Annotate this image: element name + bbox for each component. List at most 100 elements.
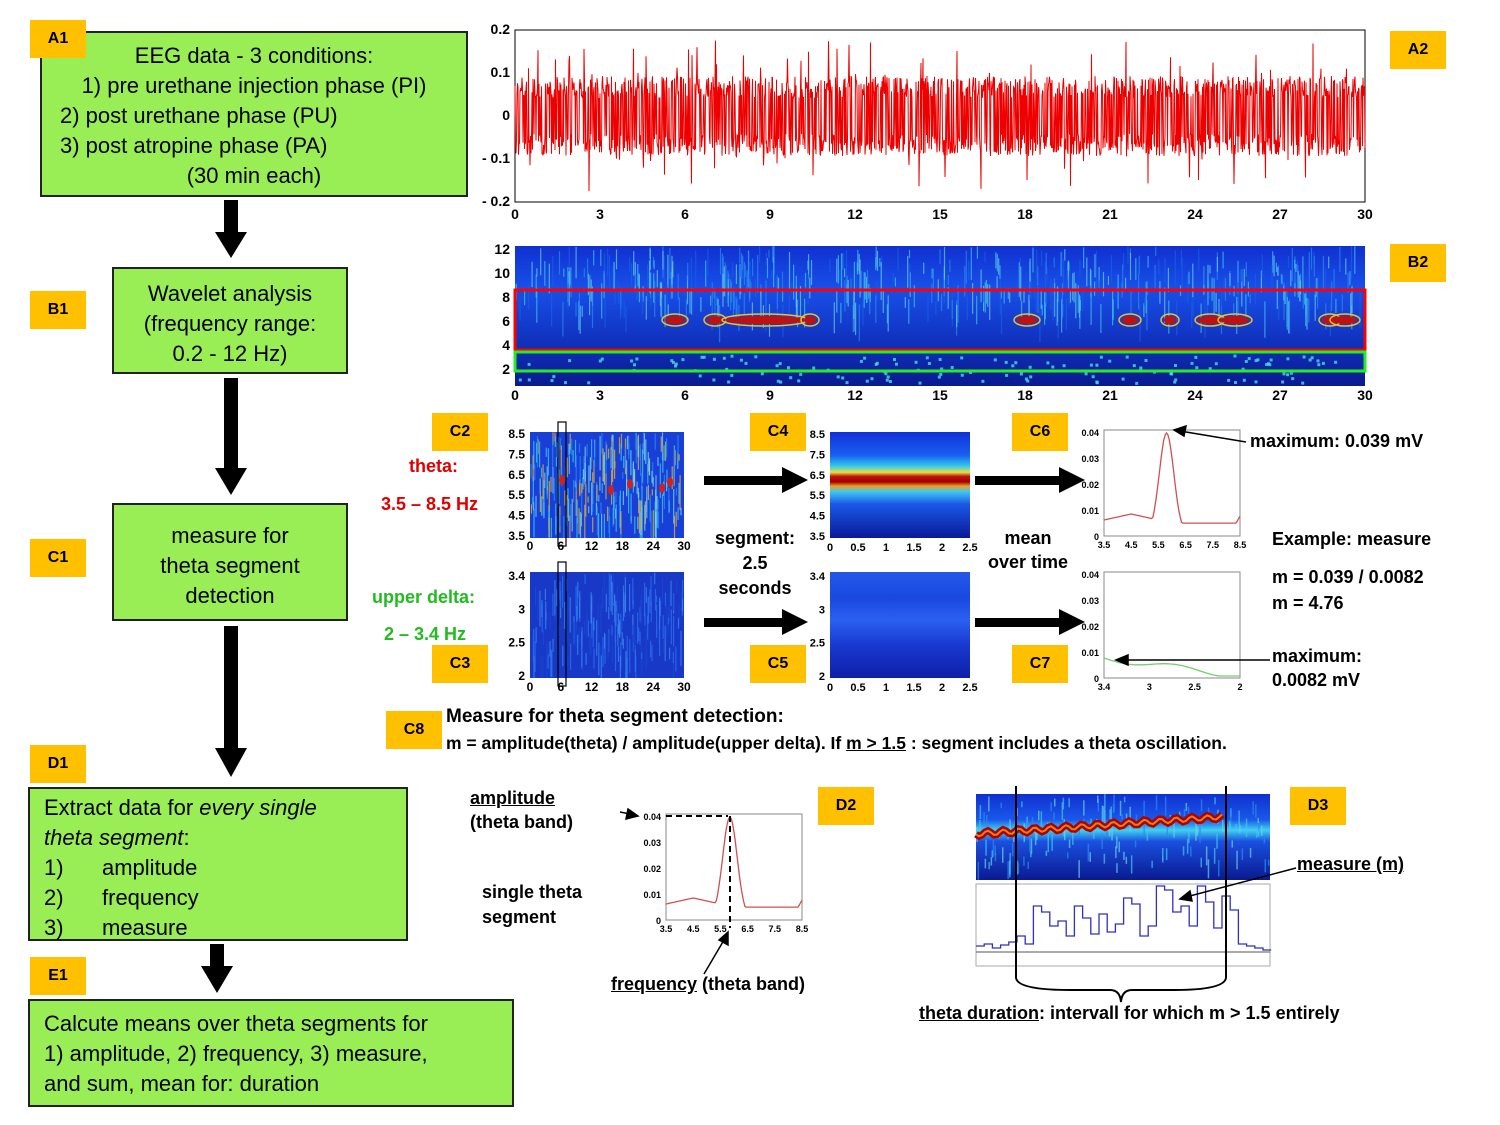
d1-item-text: amplitude xyxy=(102,855,198,880)
spectrogram-blob xyxy=(1174,378,1178,382)
spectrogram-streak xyxy=(620,433,623,449)
spectrogram-streak xyxy=(630,263,633,287)
spectrogram-streak xyxy=(604,634,606,664)
spectrogram-streak xyxy=(567,283,569,309)
spectrogram-streak xyxy=(533,628,535,663)
spectrogram-streak xyxy=(669,647,671,660)
spectrogram-streak xyxy=(575,302,577,317)
spectrogram-blob xyxy=(939,372,943,376)
spectrogram-streak xyxy=(1086,257,1088,287)
spectrogram-streak xyxy=(1061,299,1063,333)
spectrogram-streak xyxy=(1145,281,1147,314)
spectrogram-streak xyxy=(988,862,990,870)
spectrogram-streak xyxy=(622,585,625,621)
spectrogram-streak xyxy=(804,298,806,328)
spectrogram-streak xyxy=(610,575,612,612)
spectrogram-streak xyxy=(573,622,575,646)
spectrogram-streak xyxy=(554,612,556,623)
spectrogram-streak xyxy=(626,635,628,659)
spectrogram-streak xyxy=(603,452,605,485)
spectrogram-streak xyxy=(559,437,561,450)
spectrogram-streak xyxy=(1007,861,1009,880)
spectrogram-streak xyxy=(1322,255,1324,291)
spectrogram-blob xyxy=(760,372,764,376)
spectrogram-streak xyxy=(1239,824,1241,833)
arrow-d1-e1 xyxy=(201,944,233,993)
spectrogram-blob xyxy=(1084,372,1088,376)
y-tick-label: 3.5 xyxy=(810,531,825,543)
spectrogram-streak xyxy=(562,576,564,608)
spectrogram-streak xyxy=(649,249,651,270)
x-tick-label: 6.5 xyxy=(1179,540,1192,550)
spectrogram-streak xyxy=(1165,848,1168,861)
spectrogram-streak xyxy=(809,277,811,299)
arrow-b1-c1 xyxy=(215,378,247,495)
spectrogram-streak xyxy=(1245,818,1248,838)
spectrogram-blob xyxy=(1234,381,1237,384)
spectrogram-streak xyxy=(768,249,770,258)
spectrogram-streak xyxy=(535,442,538,463)
spectrogram-streak xyxy=(603,271,605,299)
spectrogram-streak xyxy=(730,279,732,311)
spectrogram-streak xyxy=(1122,264,1124,293)
spectrogram-blob xyxy=(1308,358,1312,362)
spectrogram-blob xyxy=(1291,377,1295,381)
spectrogram-streak xyxy=(560,445,562,482)
tag-d1: D1 xyxy=(30,745,86,783)
spectrogram-streak xyxy=(887,295,889,332)
a1-line-4: (30 min each) xyxy=(186,163,322,188)
spectrogram-streak xyxy=(622,491,624,505)
spectrogram-streak xyxy=(673,615,675,647)
spectrogram-streak xyxy=(645,628,647,645)
spectrogram-streak xyxy=(810,260,813,285)
spectrogram-streak xyxy=(1107,275,1109,285)
spectrogram-streak xyxy=(645,637,647,669)
spectrogram-streak xyxy=(991,850,993,858)
spectrogram-streak xyxy=(579,483,581,497)
spectrogram-streak xyxy=(575,585,577,616)
spectrogram-streak xyxy=(547,654,549,669)
flow-arrows xyxy=(201,200,247,993)
spectrogram-streak xyxy=(882,291,884,313)
spectrogram-streak xyxy=(1045,291,1047,307)
spectrogram-streak xyxy=(788,295,790,314)
spectrogram-streak xyxy=(1011,842,1014,857)
spectrogram-streak xyxy=(1068,261,1070,272)
spectrogram-streak xyxy=(608,606,610,620)
spectrogram-streak xyxy=(935,301,937,315)
spectrogram-streak xyxy=(672,261,674,278)
spectrogram-streak xyxy=(1243,268,1245,286)
d3-panel xyxy=(974,786,1297,1003)
spectrogram-blob xyxy=(744,361,748,365)
spectrogram-streak xyxy=(548,505,550,530)
spectrogram-streak xyxy=(548,480,550,511)
spectrogram-streak xyxy=(1294,259,1296,269)
spectrogram-streak xyxy=(678,297,680,320)
spectrogram-streak xyxy=(1267,859,1270,866)
spectrogram-streak xyxy=(1027,861,1029,869)
spectrogram-streak xyxy=(530,504,533,514)
spectrogram-streak xyxy=(1077,285,1079,313)
spectrogram-streak xyxy=(653,273,655,303)
e1-line-2: and sum, mean for: duration xyxy=(44,1071,320,1096)
spectrogram-streak xyxy=(543,480,545,515)
spectrogram-streak xyxy=(552,256,554,287)
spectrogram-blob xyxy=(1144,359,1148,362)
spectrogram-streak xyxy=(595,503,597,516)
spectrogram-streak xyxy=(1057,287,1059,304)
spectrogram-blob xyxy=(568,359,572,363)
spectrogram-streak xyxy=(837,255,839,284)
spectrogram-streak xyxy=(646,486,648,519)
spectrogram-streak xyxy=(1053,282,1055,316)
spectrogram-streak xyxy=(612,266,614,290)
y-tick-label: 5.5 xyxy=(810,490,825,502)
spectrogram-streak xyxy=(559,515,561,527)
x-tick-label: 3.5 xyxy=(660,924,673,934)
spectrogram-streak xyxy=(844,268,846,278)
spectrogram-streak xyxy=(659,629,661,656)
spectrogram-streak xyxy=(1093,823,1095,839)
spectrogram-streak xyxy=(1185,803,1188,811)
spectrogram-streak xyxy=(654,589,657,611)
spectrogram-streak xyxy=(1009,852,1011,864)
spectrogram-streak xyxy=(1102,805,1105,823)
